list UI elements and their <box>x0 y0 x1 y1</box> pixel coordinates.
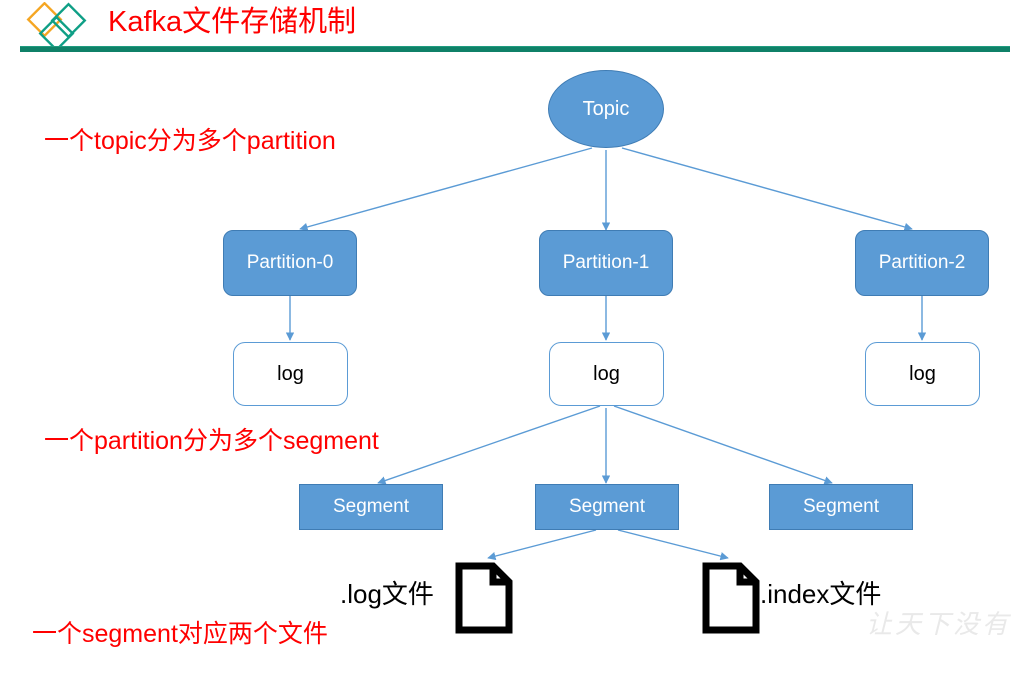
page-title: Kafka文件存储机制 <box>108 6 357 38</box>
edge-segment1-indexfile <box>617 529 729 561</box>
node-log-1-label: log <box>593 362 620 385</box>
node-segment-0-label: Segment <box>332 496 410 517</box>
node-topic-label: Topic <box>582 97 630 120</box>
logo-diamond-teal-bottom <box>38 15 75 52</box>
node-partition-1-label: Partition-1 <box>562 252 650 273</box>
edge-topic-partition0 <box>299 147 593 232</box>
node-partition-0-label: Partition-0 <box>246 252 334 273</box>
node-log-0[interactable]: log <box>233 342 348 406</box>
file-label-log: .log文件 <box>340 579 434 609</box>
node-topic[interactable]: Topic <box>548 70 664 148</box>
edge-log1-segment0 <box>377 405 601 485</box>
document-icon-log <box>455 562 513 639</box>
node-log-2-label: log <box>909 362 936 385</box>
annotation-segment-files: 一个segment对应两个文件 <box>32 620 328 648</box>
diamonds-logo <box>22 1 98 52</box>
edge-segment1-logfile <box>487 529 597 561</box>
header-divider <box>20 46 1010 52</box>
node-segment-0[interactable]: Segment <box>299 484 443 530</box>
edge-log1-segment2 <box>613 405 833 485</box>
logo-diamond-teal-top <box>50 2 87 39</box>
node-partition-2[interactable]: Partition-2 <box>855 230 989 296</box>
annotation-topic-partition: 一个topic分为多个partition <box>44 127 336 155</box>
node-segment-2-label: Segment <box>802 496 880 517</box>
node-log-2[interactable]: log <box>865 342 980 406</box>
node-partition-2-label: Partition-2 <box>878 252 966 273</box>
node-segment-2[interactable]: Segment <box>769 484 913 530</box>
document-icon-index <box>702 562 760 639</box>
annotation-partition-segment: 一个partition分为多个segment <box>44 427 379 455</box>
node-partition-0[interactable]: Partition-0 <box>223 230 357 296</box>
node-segment-1-label: Segment <box>568 496 646 517</box>
node-log-1[interactable]: log <box>549 342 664 406</box>
edge-topic-partition2 <box>621 147 913 232</box>
logo-diamond-orange <box>26 1 63 38</box>
node-log-0-label: log <box>277 362 304 385</box>
node-segment-1[interactable]: Segment <box>535 484 679 530</box>
node-partition-1[interactable]: Partition-1 <box>539 230 673 296</box>
watermark: 让天下没有 <box>866 610 1012 640</box>
file-label-index: .index文件 <box>760 579 882 609</box>
